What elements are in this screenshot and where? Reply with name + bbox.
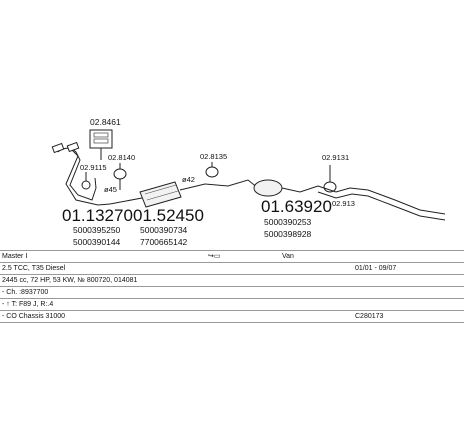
clamp-icon-4: [323, 165, 337, 193]
part-code-02-8140: 02.8140: [108, 153, 135, 162]
year-range: 01/01 - 09/07: [355, 265, 397, 272]
catalog-number: C280173: [355, 313, 384, 320]
table-row: - ↑ T: F89 J, R:.4: [0, 298, 464, 310]
table-row: - CO Chassis 31000 C280173: [0, 310, 464, 323]
rear-silencer: [204, 179, 319, 197]
table-row: 2.5 TCC, T35 Diesel 01/01 - 09/07: [0, 262, 464, 274]
exhaust-diagram: 02.8461 02.9115 02.8140 ø45 ø42 02.8135: [51, 117, 446, 247]
part-code-02-9115: 02.9115: [80, 163, 107, 172]
oem-number-a1: 5000395250: [73, 225, 121, 235]
model-name: Master I: [2, 253, 28, 260]
part-number-01-13270: 01.13270: [62, 206, 133, 225]
chassis-note: - Ch. :8937700: [2, 289, 49, 296]
gasket-kit-icon: [89, 129, 113, 160]
part-code-02-8461: 02.8461: [90, 117, 121, 127]
part-code-02-8135: 02.8135: [200, 152, 227, 161]
oem-number-b1: 5000390734: [140, 225, 188, 235]
part-number-01-63920: 01.63920: [261, 197, 332, 216]
table-row: Master I ↪▭ Van: [0, 250, 464, 262]
tail-pipe: [317, 185, 446, 221]
table-row: 2445 cc, 72 HP, 53 KW, № 800720, 014081: [0, 274, 464, 286]
vehicle-info-table: Master I ↪▭ Van 2.5 TCC, T35 Diesel 01/0…: [0, 250, 464, 323]
table-row: - Ch. :8937700: [0, 286, 464, 298]
part-code-02-913: 02.913: [332, 199, 355, 208]
diameter-label-1: ø45: [104, 185, 117, 194]
oem-number-a2: 5000390144: [73, 237, 121, 247]
diameter-label-2: ø42: [182, 175, 195, 184]
oem-number-c1: 5000390253: [264, 217, 312, 227]
vehicle-type: Van: [282, 253, 294, 260]
part-code-02-9131: 02.9131: [322, 153, 349, 162]
clamp-icon-3: [205, 162, 219, 178]
oem-number-c2: 5000398928: [264, 229, 312, 239]
clamp-icon-1: [81, 172, 91, 190]
clamp-icon-2: [113, 163, 127, 190]
front-pipe: [51, 141, 111, 206]
center-silencer: [109, 181, 206, 208]
engine-desc: 2.5 TCC, T35 Diesel: [2, 265, 66, 272]
oem-number-b2: 7700665142: [140, 237, 188, 247]
engine-specs: 2445 cc, 72 HP, 53 KW, № 800720, 014081: [2, 277, 138, 284]
part-number-01-52450: 01.52450: [133, 206, 204, 225]
van-icon: ↪▭: [208, 253, 221, 260]
engine-code-note: - ↑ T: F89 J, R:.4: [2, 301, 54, 308]
co-note: - CO Chassis 31000: [2, 313, 66, 320]
